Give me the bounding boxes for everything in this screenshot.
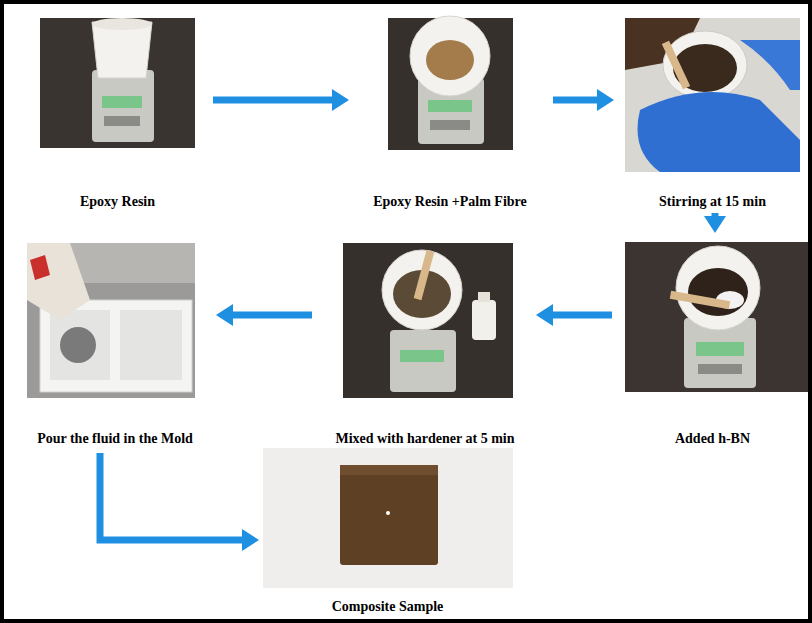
photo-epoxy-palm-fibre: [388, 16, 513, 150]
arrow-head: [332, 89, 349, 111]
step-panel: Pour the fluid in the Mold: [20, 240, 210, 447]
arrow-head: [597, 89, 614, 111]
step-caption: Pour the fluid in the Mold: [37, 431, 193, 447]
step-caption: Added h-BN: [675, 431, 750, 447]
step-caption: Mixed with hardener at 5 min: [335, 431, 514, 447]
step-panel: Added h-BN: [620, 236, 805, 447]
arrow-head: [242, 529, 259, 551]
arrow-head: [216, 304, 233, 326]
flow-arrow: [536, 304, 612, 326]
arrow-head: [704, 216, 726, 233]
step-panel: Stirring at 15 min: [620, 15, 805, 210]
photo-composite-sample: [263, 448, 513, 588]
step-caption: Epoxy Resin: [80, 194, 155, 210]
arrow-shaft: [552, 312, 612, 319]
photo-added-hbn: [625, 242, 808, 392]
photo-mixed-hardener: [343, 243, 513, 398]
arrow-head: [536, 304, 553, 326]
photo-stirring: [625, 18, 800, 172]
flow-arrow: [100, 453, 259, 551]
flow-arrow: [216, 304, 312, 326]
step-panel: Epoxy Resin: [30, 15, 205, 210]
step-caption: Composite Sample: [332, 599, 444, 615]
arrow-shaft: [232, 312, 312, 319]
photo-pour-mold: [27, 243, 195, 398]
step-panel: Composite Sample: [265, 445, 510, 615]
step-panel: Epoxy Resin +Palm Fibre: [355, 15, 545, 210]
arrow-shaft: [553, 97, 598, 104]
flow-arrow: [213, 89, 349, 111]
step-panel: Mixed with hardener at 5 min: [320, 240, 530, 447]
flow-arrow: [553, 89, 614, 111]
step-caption: Stirring at 15 min: [659, 194, 766, 210]
arrow-shaft: [100, 453, 243, 540]
step-caption: Epoxy Resin +Palm Fibre: [373, 194, 527, 210]
photo-epoxy-resin: [40, 18, 195, 148]
arrow-shaft: [213, 97, 333, 104]
flow-arrow: [704, 213, 726, 233]
